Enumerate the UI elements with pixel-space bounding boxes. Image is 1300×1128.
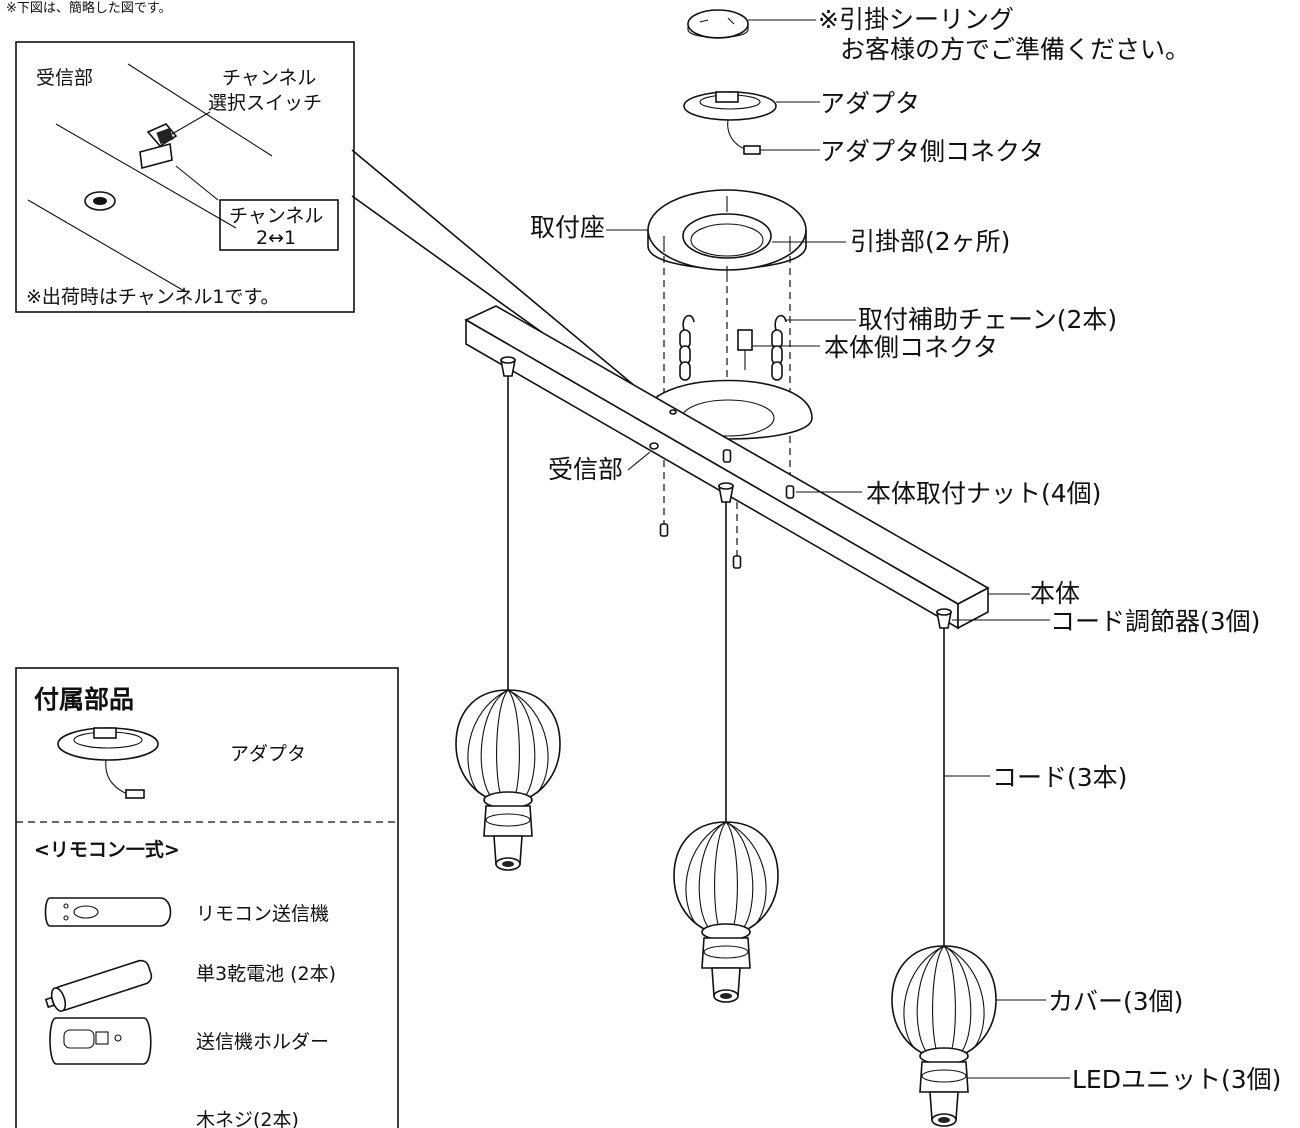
label-cord: コード(3本) [992,763,1127,792]
holder-label: 送信機ホルダー [196,1031,329,1053]
label-mount-base: 取付座 [530,213,605,242]
accessory-adapter-drawing [57,727,159,799]
pendant-right [891,608,997,1127]
label-hook-part: 引掛部(2ヶ所) [850,227,1010,256]
label-adapter-connector: アダプタ側コネクタ [820,137,1044,166]
label-cord-adjuster: コード調節器(3個) [1050,607,1260,636]
battery-drawing [44,959,153,1012]
label-adapter: アダプタ [820,89,920,118]
label-ceiling-note: お客様の方でご準備ください。 [840,35,1190,64]
nut-4 [732,555,742,569]
label-chain: 取付補助チェーン(2本) [858,305,1117,334]
inset-channel-switch-line1: チャンネル [222,67,316,89]
nut-2 [722,449,732,463]
label-cover: カバー(3個) [1048,987,1183,1016]
nut-1 [659,523,669,537]
pendant-center [673,482,779,1003]
inset-shipping-note: ※出荷時はチャンネル1です。 [26,286,280,308]
channel-switch-inset: 受信部 チャンネル 選択スイッチ チャンネル 2↔1 ※出荷時はチャンネル1です… [15,41,355,313]
hook-ceiling [687,9,816,39]
assist-chains [679,314,856,381]
pendant-left [455,356,561,871]
nut-3 [785,485,795,499]
mount-base [606,189,846,282]
body-connector [737,329,820,370]
accessory-adapter-label: アダプタ [230,743,306,765]
label-body-connector: 本体側コネクタ [824,333,998,362]
label-led-unit: LEDユニット(3個) [1072,1065,1281,1094]
label-ceiling: ※引掛シーリング [818,5,1014,34]
inset-channel-box-line1: チャンネル [229,205,323,227]
adapter-part [683,91,820,155]
remote-label: リモコン送信機 [196,903,329,925]
label-receiver: 受信部 [548,455,623,484]
top-note: ※下図は、簡略した図です。 [6,0,172,16]
inset-receiver-label: 受信部 [36,67,93,89]
battery-label: 単3乾電池 (2本) [196,963,336,985]
accessories-title: 付属部品 [34,685,134,714]
inset-channel-switch-line2: 選択スイッチ [208,92,322,114]
screws-label: 木ネジ(2本) [196,1109,299,1128]
label-body-nut: 本体取付ナット(4個) [866,479,1101,508]
remote-drawing [44,897,172,927]
inset-channel-box-line2: 2↔1 [256,227,296,249]
holder-drawing [49,1017,152,1065]
remote-set-heading: <リモコン一式> [34,838,180,861]
accessories-box: 付属部品 アダプタ <リモコン一式> リモコン送信機 単3乾電池 (2本) [15,667,399,1128]
label-body: 本体 [1030,579,1080,608]
